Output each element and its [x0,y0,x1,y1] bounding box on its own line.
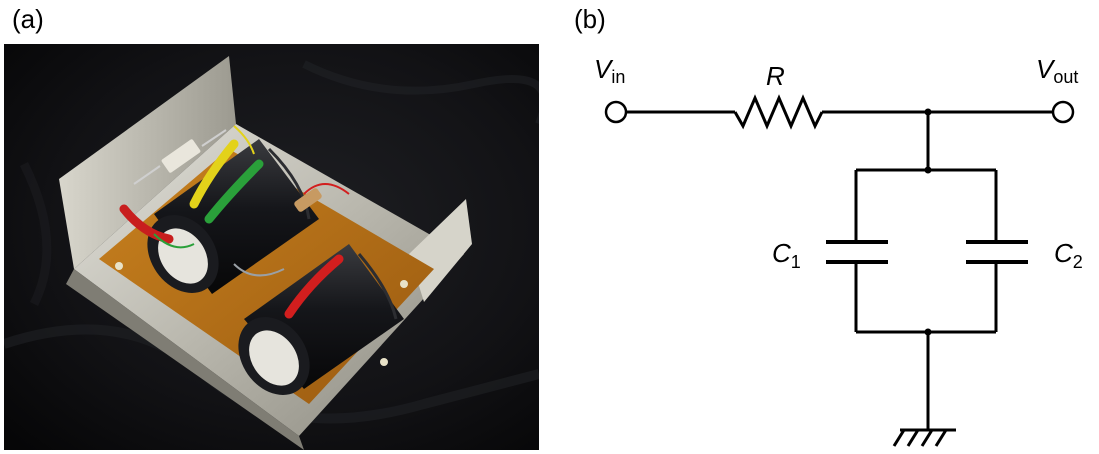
capacitor-2-photo [238,244,404,395]
junction-dot [924,328,932,336]
circuit-photo-illustration [4,44,539,450]
clip-leads [119,125,350,319]
rc-circuit-schematic: Vin Vout R C1 C2 [560,0,1099,454]
panel-b-label: (b) [574,4,606,34]
chassis-back-wall [59,56,236,269]
resistor-component [161,139,201,173]
vin-label: Vin [594,54,625,87]
circuit-photo [4,44,539,450]
resistor-symbol [733,94,824,130]
junction-dot [924,108,932,116]
capacitor-c2-symbol [966,240,1028,264]
junction-dot [924,166,932,174]
resistor-label: R [766,61,785,91]
vin-terminal [604,100,628,124]
capacitor-c1-symbol [826,240,888,264]
vout-terminal [1051,100,1075,124]
vout-label: Vout [1036,54,1078,87]
panel-a-label: (a) [12,4,44,34]
schematic-diagram: Vin Vout R C1 C2 [594,54,1083,447]
ground-symbol [892,428,956,447]
c1-label: C1 [772,238,801,272]
c2-label: C2 [1054,238,1083,272]
